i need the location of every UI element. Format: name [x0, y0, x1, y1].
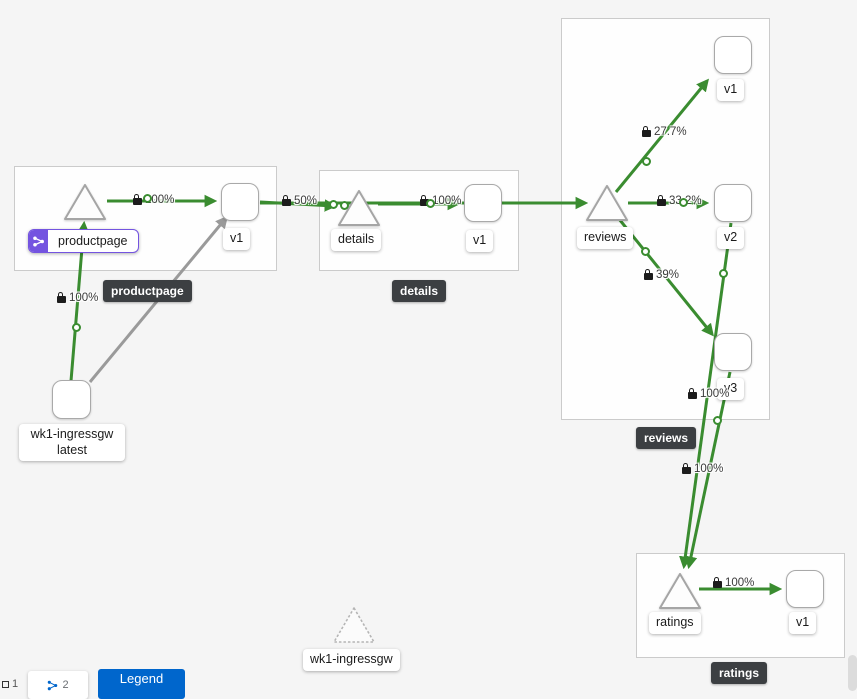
- edge-label-v2-ratings: 100%: [682, 463, 723, 475]
- graph-summary-item-1: 1: [2, 678, 18, 690]
- node-label-reviews-v1[interactable]: v1: [717, 79, 745, 101]
- node-ratings-triangle[interactable]: [657, 571, 703, 611]
- node-label-ratings[interactable]: ratings: [649, 612, 701, 634]
- node-label-productpage: productpage: [58, 234, 128, 248]
- namespace-icon: [2, 680, 9, 688]
- legend-button[interactable]: Legend: [98, 669, 185, 699]
- traffic-dot: [340, 201, 349, 210]
- app-badge: [29, 230, 48, 252]
- edge-percent: 27.7%: [654, 126, 687, 138]
- edge-percent: 100%: [700, 388, 730, 400]
- group-badge-ratings[interactable]: ratings: [711, 662, 768, 684]
- mtls-lock-icon: [682, 463, 691, 474]
- graph-summary-chip: 2: [28, 671, 88, 699]
- node-details-v1[interactable]: [464, 184, 502, 222]
- node-label-ingressgw[interactable]: wk1-ingressgw latest: [19, 424, 125, 462]
- edge-percent: 100%: [432, 195, 462, 207]
- traffic-dot: [642, 157, 651, 166]
- node-productpage-triangle[interactable]: [62, 182, 108, 222]
- node-label-reviews[interactable]: reviews: [577, 227, 634, 249]
- edge-label-ratings-v1: 100%: [713, 577, 754, 589]
- node-label-idle-ingressgw[interactable]: wk1-ingressgw: [303, 649, 400, 671]
- node-reviews-v3[interactable]: [714, 333, 752, 371]
- mtls-lock-icon: [133, 194, 142, 205]
- group-badge-details[interactable]: details: [392, 280, 447, 302]
- traffic-dot: [719, 269, 728, 278]
- edge-percent: 100%: [69, 292, 99, 304]
- summary-count-2: 2: [62, 679, 69, 691]
- node-label-ingressgw-line1: wk1-ingressgw: [30, 427, 114, 441]
- edge-percent: 100%: [145, 194, 175, 206]
- edge-label-reviews-v3: 39%: [644, 269, 679, 281]
- mtls-lock-icon: [657, 195, 666, 206]
- node-productpage-v1[interactable]: [221, 183, 259, 221]
- node-label-productpage-v1[interactable]: v1: [223, 228, 251, 250]
- traffic-dot: [426, 199, 435, 208]
- edge-label-productpage-v1: 100%: [133, 194, 174, 206]
- node-label-ratings-v1[interactable]: v1: [789, 612, 817, 634]
- edge-label-details-v1: 100%: [420, 195, 461, 207]
- edge-percent: 100%: [694, 463, 724, 475]
- traffic-dot: [72, 323, 81, 332]
- traffic-dot: [679, 198, 688, 207]
- mtls-lock-icon: [688, 388, 697, 399]
- scrollbar-thumb[interactable]: [848, 655, 857, 691]
- traffic-dot: [713, 416, 722, 425]
- selected-node-chip-productpage[interactable]: productpage: [28, 229, 139, 253]
- node-label-reviews-v2[interactable]: v2: [717, 227, 745, 249]
- group-badge-reviews[interactable]: reviews: [636, 427, 697, 449]
- node-reviews-v2[interactable]: [714, 184, 752, 222]
- node-details-triangle[interactable]: [336, 188, 382, 228]
- mtls-lock-icon: [420, 195, 429, 206]
- node-reviews-triangle[interactable]: [584, 183, 630, 223]
- edge-percent: 100%: [725, 577, 755, 589]
- versioned-app-icon: [33, 235, 44, 247]
- edge-percent: 39%: [656, 269, 680, 281]
- node-ingressgw-workload[interactable]: [52, 380, 91, 419]
- node-label-details-v1[interactable]: v1: [466, 230, 494, 252]
- mtls-lock-icon: [282, 195, 291, 206]
- edge-label-v1-details: 50%: [282, 195, 317, 207]
- node-idle-ingressgw-triangle[interactable]: [331, 605, 377, 645]
- node-ratings-v1[interactable]: [786, 570, 824, 608]
- node-label-ingressgw-line2: latest: [57, 442, 87, 457]
- traffic-dot: [329, 200, 338, 209]
- node-reviews-v1[interactable]: [714, 36, 752, 74]
- legend-button-label: Legend: [119, 671, 164, 686]
- node-label-details[interactable]: details: [331, 229, 382, 251]
- mtls-lock-icon: [644, 269, 653, 280]
- edge-percent: 50%: [294, 195, 318, 207]
- group-badge-productpage[interactable]: productpage: [103, 280, 192, 302]
- edge-label-ingress-productpage: 100%: [57, 292, 98, 304]
- mtls-lock-icon: [57, 292, 66, 303]
- edge-label-v3-ratings: 100%: [688, 388, 729, 400]
- app-count-icon: [48, 680, 58, 690]
- mtls-lock-icon: [713, 577, 722, 588]
- mtls-lock-icon: [642, 126, 651, 137]
- edge-label-reviews-v1: 27.7%: [642, 126, 687, 138]
- traffic-dot: [143, 194, 152, 203]
- summary-count-1: 1: [12, 678, 19, 690]
- traffic-dot: [641, 247, 650, 256]
- node-label-reviews-v3[interactable]: v3: [717, 378, 745, 400]
